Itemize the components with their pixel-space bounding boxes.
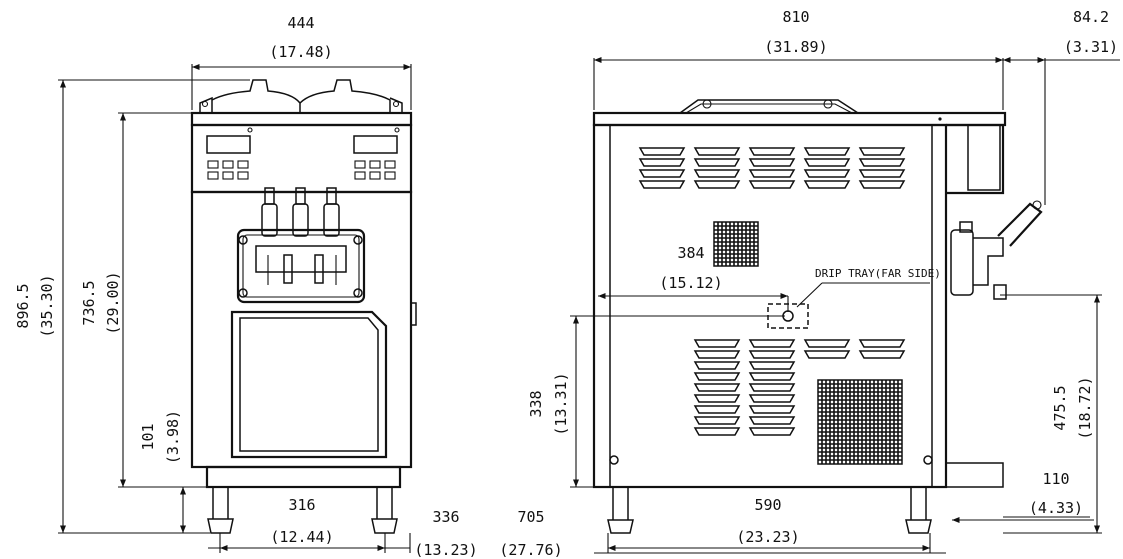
- side-base-depth-mm: 705: [517, 508, 544, 526]
- front-total-height-mm: 896.5: [14, 283, 32, 328]
- dispense-handles: [261, 187, 340, 237]
- louvre-slot: [858, 339, 906, 348]
- front-top-cap: [190, 111, 413, 127]
- louvre-slot: [803, 158, 851, 167]
- front-body-height-in: (29.00): [104, 271, 122, 334]
- louvre-slot: [803, 169, 851, 178]
- upper-louvres: [638, 147, 906, 189]
- louvre-slot: [748, 383, 796, 392]
- side-depth-in: (31.89): [764, 38, 827, 56]
- louvre-slot: [858, 158, 906, 167]
- louvre-slot: [858, 350, 906, 359]
- right-keypad: [354, 160, 396, 180]
- drip-tray-height-in: (13.31): [552, 372, 570, 435]
- handle-extension-in: (3.31): [1064, 38, 1118, 56]
- lower-louvres: [693, 339, 906, 436]
- louvre-slot: [748, 350, 796, 359]
- nozzle-height-mm: 475.5: [1051, 385, 1069, 430]
- control-panel: [190, 123, 413, 194]
- front-base-width-mm: 336: [432, 508, 459, 526]
- right-display: [353, 135, 398, 154]
- louvre-slot: [748, 180, 796, 189]
- side-depth-mm: 810: [782, 8, 809, 26]
- cup-area: [230, 310, 388, 459]
- large-vent-grille: [817, 379, 903, 465]
- drip-tray-depth-in: (15.12): [659, 274, 722, 292]
- louvre-slot: [693, 405, 741, 414]
- side-view: [592, 99, 1043, 534]
- louvre-slot: [638, 158, 686, 167]
- front-base-width-in: (13.23): [414, 541, 477, 559]
- louvre-slot: [858, 147, 906, 156]
- louvre-slot: [748, 372, 796, 381]
- louvre-slot: [638, 180, 686, 189]
- louvre-slot: [803, 339, 851, 348]
- louvre-slot: [803, 180, 851, 189]
- front-body-height-mm: 736.5: [80, 280, 98, 325]
- louvre-slot: [803, 350, 851, 359]
- louvre-slot: [693, 169, 741, 178]
- front-tray-height-mm: 101: [139, 423, 157, 450]
- dimension-labels: 444 (17.48) 896.5 (35.30) 736.5 (29.00) …: [14, 8, 1118, 559]
- front-width-in: (17.48): [269, 43, 332, 61]
- side-front-cabinet: [945, 123, 1005, 488]
- louvre-slot: [748, 169, 796, 178]
- side-nozzle-handle: [950, 200, 1043, 300]
- front-leg-span-mm: 316: [288, 496, 315, 514]
- front-leg-span-in: (12.44): [270, 528, 333, 546]
- louvre-slot: [748, 394, 796, 403]
- front-width-mm: 444: [287, 14, 314, 32]
- side-leg-span-mm: 590: [754, 496, 781, 514]
- nozzle-height-in: (18.72): [1076, 376, 1094, 439]
- drip-tray-label: DRIP TRAY(FAR SIDE): [815, 267, 941, 280]
- left-display: [206, 135, 251, 154]
- dimension-lines: [58, 56, 1120, 554]
- side-legs: [607, 487, 932, 534]
- louvre-slot: [748, 416, 796, 425]
- side-base-depth-in: (27.76): [499, 541, 562, 559]
- front-total-height-in: (35.30): [38, 274, 56, 337]
- rest-height-in: (4.33): [1029, 499, 1083, 517]
- louvre-slot: [748, 339, 796, 348]
- louvre-slot: [693, 339, 741, 348]
- front-legs: [207, 487, 398, 534]
- drip-tray-depth-mm: 384: [677, 244, 704, 262]
- louvre-slot: [748, 427, 796, 436]
- louvre-slot: [748, 405, 796, 414]
- louvre-slot: [693, 158, 741, 167]
- rest-height-mm: 110: [1042, 470, 1069, 488]
- louvre-slot: [858, 169, 906, 178]
- louvre-slot: [748, 361, 796, 370]
- louvre-slot: [858, 180, 906, 189]
- louvre-slot: [693, 394, 741, 403]
- drip-tray-height-mm: 338: [527, 390, 545, 417]
- louvre-slot: [693, 147, 741, 156]
- louvre-slot: [638, 169, 686, 178]
- small-vent-grille: [713, 221, 759, 267]
- louvre-slot: [638, 147, 686, 156]
- louvre-slot: [693, 416, 741, 425]
- left-keypad: [207, 160, 249, 180]
- front-view: [190, 79, 417, 534]
- side-top-cap: [592, 111, 1007, 127]
- louvre-slot: [803, 147, 851, 156]
- front-base: [205, 465, 402, 489]
- louvre-slot: [693, 350, 741, 359]
- louvre-slot: [693, 383, 741, 392]
- front-tray-height-in: (3.98): [164, 410, 182, 464]
- louvre-slot: [693, 427, 741, 436]
- louvre-slot: [748, 158, 796, 167]
- side-leg-span-in: (23.23): [736, 528, 799, 546]
- louvre-slot: [748, 147, 796, 156]
- freezer-door: [236, 228, 366, 304]
- hopper-lids: [199, 79, 403, 113]
- louvre-slot: [693, 361, 741, 370]
- louvre-slot: [693, 372, 741, 381]
- handle-extension-mm: 84.2: [1073, 8, 1109, 26]
- louvre-slot: [693, 180, 741, 189]
